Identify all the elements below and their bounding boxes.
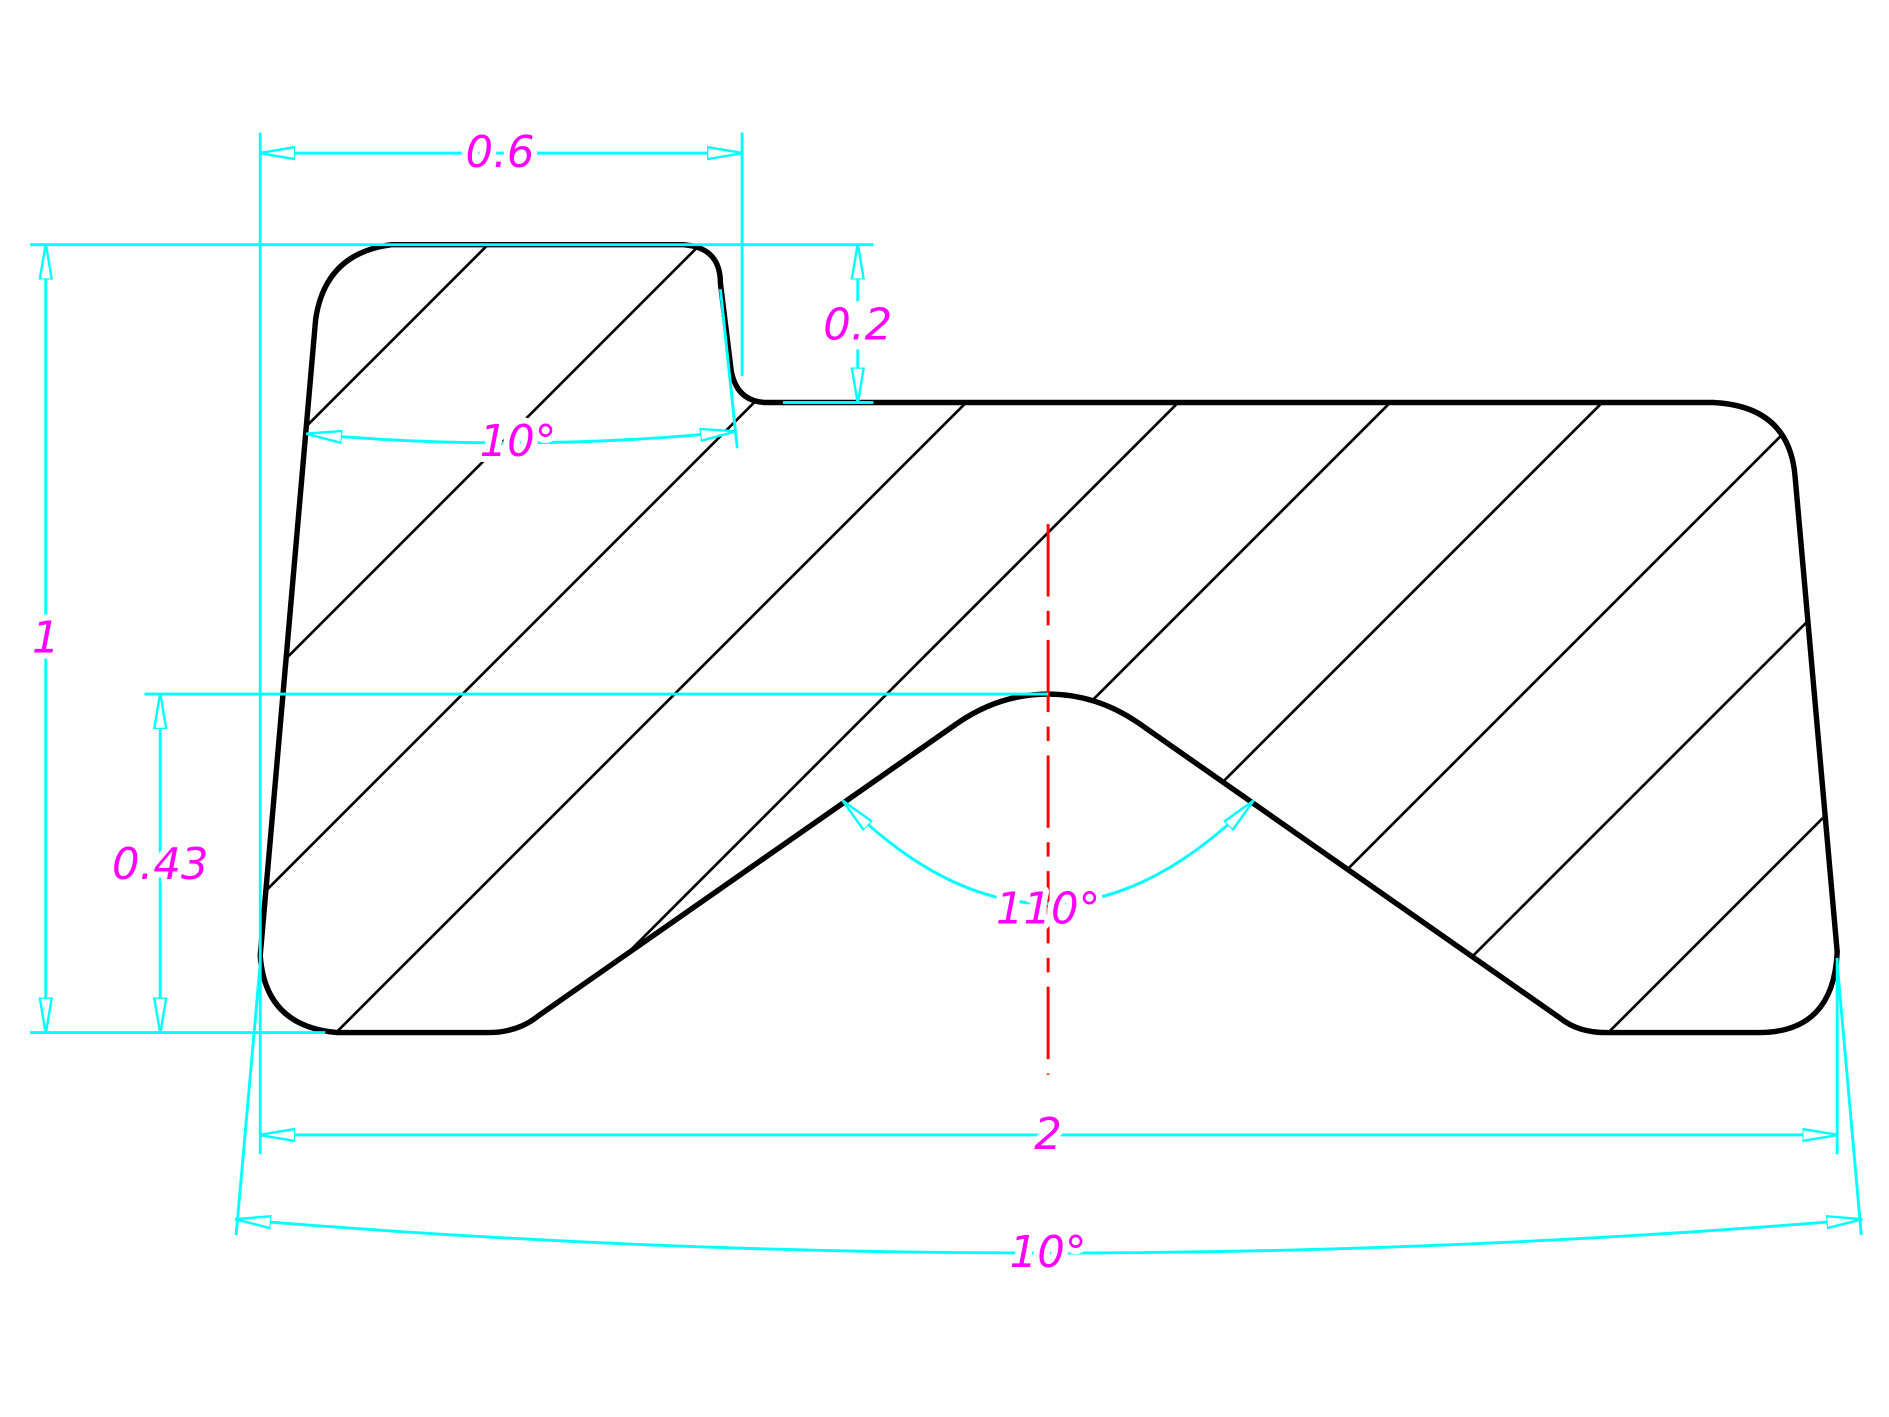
hatch-line	[1283, 244, 1838, 1033]
hatch-line	[260, 244, 765, 1033]
dimension-total-width: 2	[260, 1104, 1837, 1166]
hatch-line	[647, 244, 1613, 1033]
hatch-line	[260, 244, 1189, 1033]
part-outline	[257, 241, 1840, 1036]
hatch-line	[859, 244, 1825, 1033]
dimension-label-step-height: 0.2	[823, 300, 892, 350]
hatch-line	[260, 244, 553, 1033]
hatch-line	[435, 244, 1401, 1033]
hatch-line	[1495, 244, 1838, 1033]
dimension-label-top-angle: 10°	[480, 417, 557, 467]
extension-lines	[30, 132, 1863, 1236]
dimension-notch-height: 0.43	[106, 694, 215, 1033]
dimension-top-angle: 10°	[307, 411, 735, 473]
dimension-bottom-angle: 10°	[236, 1219, 1861, 1284]
dimension-label-notch-angle: 110°	[996, 885, 1100, 935]
dimension-label-total-height: 1	[32, 614, 60, 664]
dimension-total-height: 1	[26, 245, 66, 1033]
dimension-label-total-width: 2	[1034, 1110, 1062, 1160]
dimension-top-width: 0.6	[260, 122, 742, 184]
dimension-step-height: 0.2	[817, 245, 898, 403]
dimension-label-top-width: 0.6	[465, 128, 534, 178]
dimension-label-notch-height: 0.43	[112, 840, 209, 890]
dimension-notch-angle: 110°	[843, 801, 1253, 941]
dimension-label-bottom-angle: 10°	[1010, 1228, 1087, 1278]
